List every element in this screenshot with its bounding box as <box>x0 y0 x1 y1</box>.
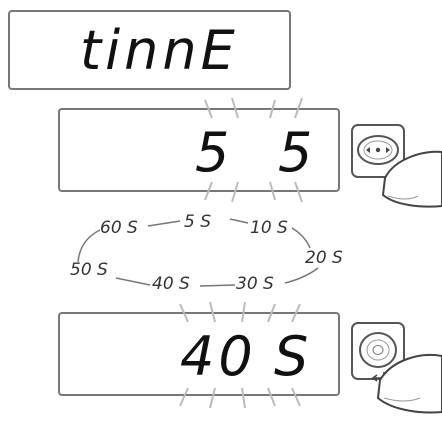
option-10s: 10 S <box>250 218 288 238</box>
option-30s: 30 S <box>236 274 274 294</box>
option-20s: 20 S <box>305 248 343 268</box>
hand-pressing-enter <box>376 354 442 414</box>
option-50s: 50 S <box>70 260 108 280</box>
blink-rays-middle <box>204 97 303 203</box>
display-middle-digit-left: 5 <box>195 121 234 184</box>
option-5s: 5 S <box>184 212 212 232</box>
option-60s: 60 S <box>100 218 138 238</box>
mode-button[interactable] <box>351 124 405 178</box>
display-bottom: 40 S <box>58 312 340 396</box>
display-top: tinnE <box>8 10 291 90</box>
option-40s: 40 S <box>152 274 190 294</box>
display-bottom-value: 40 <box>180 325 257 388</box>
display-middle: 5 5 <box>58 108 340 192</box>
display-middle-digit-right: 5 <box>278 121 317 184</box>
display-bottom-unit: S <box>274 325 313 388</box>
hand-pressing-mode <box>381 150 442 208</box>
display-top-text: tinnE <box>80 19 239 82</box>
enter-button[interactable] <box>351 322 405 382</box>
cycle-connectors <box>77 218 319 287</box>
blink-rays-bottom <box>179 301 301 409</box>
dot-arrows-icon <box>366 147 390 153</box>
